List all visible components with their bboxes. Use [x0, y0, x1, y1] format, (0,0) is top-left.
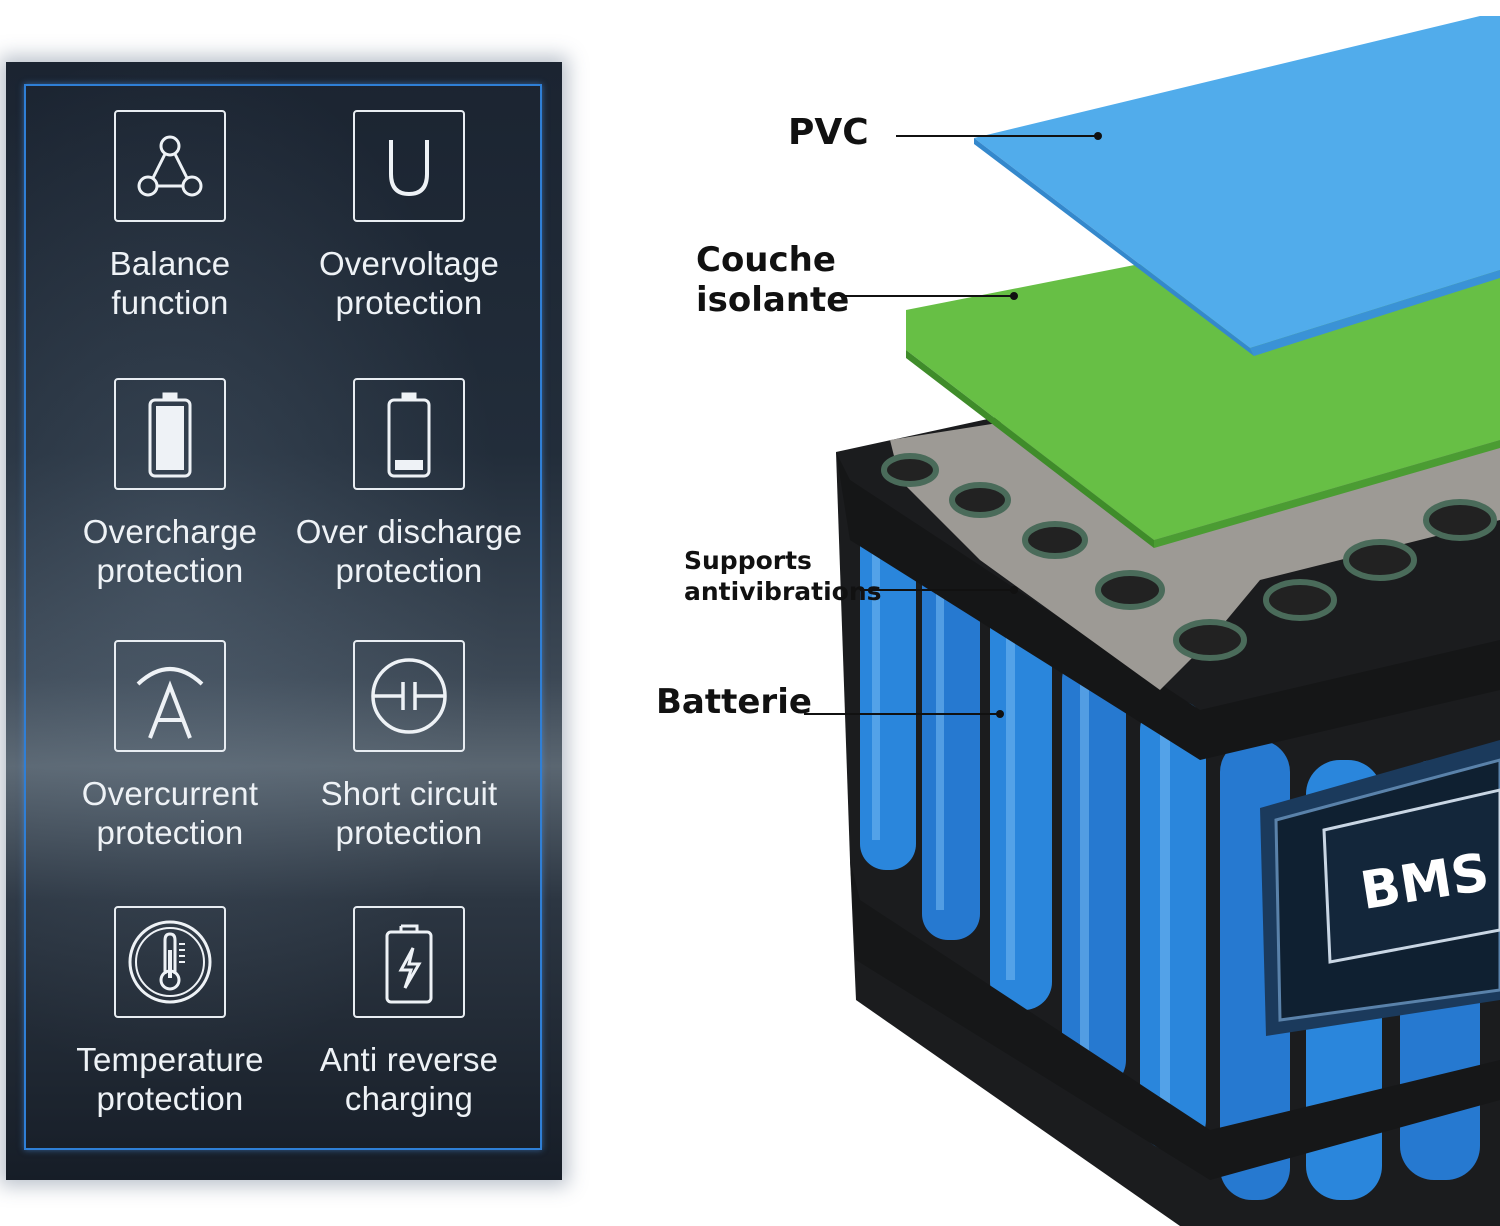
feature-label: Overcharge protection	[82, 513, 258, 589]
letter-u-icon	[353, 110, 465, 222]
feature-label: Balance function	[109, 245, 231, 321]
label-anti-vibration-supports: Supports antivibrations	[684, 546, 882, 606]
battery-full-icon	[114, 378, 226, 490]
label-battery: Batterie	[656, 682, 812, 722]
feature-short-circuit: Short circuit protection	[289, 640, 529, 852]
feature-label: Over discharge protection	[295, 513, 523, 589]
feature-label: Temperature protection	[76, 1041, 264, 1117]
triangle-nodes-icon	[114, 110, 226, 222]
feature-overcharge: Overcharge protection	[50, 378, 290, 590]
feature-label: Short circuit protection	[320, 775, 498, 851]
feature-overvoltage: Overvoltage protection	[289, 110, 529, 322]
battery-bolt-icon	[353, 906, 465, 1018]
feature-label: Overvoltage protection	[318, 245, 500, 321]
feature-temperature: Temperature protection	[50, 906, 290, 1118]
bms-chip: BMS	[1260, 740, 1500, 1036]
letter-a-icon	[114, 640, 226, 752]
thermometer-icon	[114, 906, 226, 1018]
feature-balance: Balance function	[50, 110, 290, 322]
feature-label: Overcurrent protection	[81, 775, 259, 851]
battery-low-icon	[353, 378, 465, 490]
panel-frame	[24, 84, 542, 1150]
feature-anti-reverse: Anti reverse charging	[289, 906, 529, 1118]
feature-over-discharge: Over discharge protection	[289, 378, 529, 590]
leader-lines	[804, 135, 1098, 715]
label-insulating-layer: Couche isolante	[696, 240, 850, 320]
pvc-layer	[974, 16, 1500, 356]
short-circuit-icon	[353, 640, 465, 752]
battery-pack-diagram: BMS PVC Couche isolante	[560, 0, 1500, 1226]
label-pvc: PVC	[788, 112, 869, 153]
battery-pack: BMS	[836, 412, 1500, 1226]
feature-panel: Balance function Overvoltage protection …	[6, 62, 562, 1180]
feature-overcurrent: Overcurrent protection	[50, 640, 290, 852]
feature-label: Anti reverse charging	[319, 1041, 499, 1117]
